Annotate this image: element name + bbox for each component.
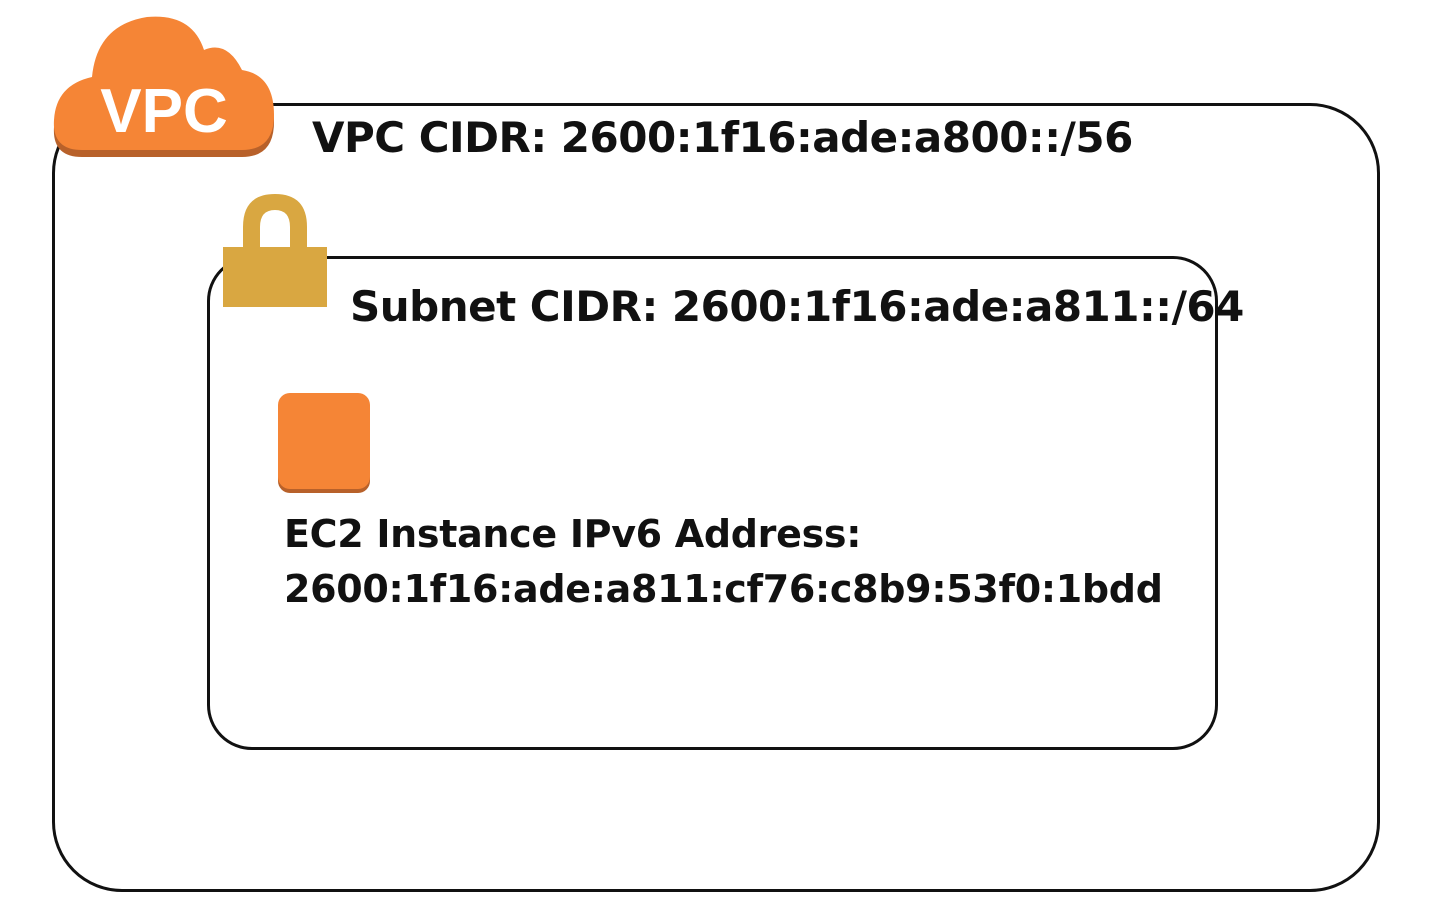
lock-icon bbox=[223, 194, 327, 307]
subnet-container bbox=[207, 256, 1218, 750]
vpc-cidr-label: VPC CIDR: 2600:1f16:ade:a800::/56 bbox=[312, 113, 1133, 162]
ec2-address-heading: EC2 Instance IPv6 Address: bbox=[284, 512, 862, 556]
vpc-badge-text: VPC bbox=[100, 77, 227, 146]
vpc-cloud-icon: VPC bbox=[53, 16, 274, 157]
ec2-instance-icon bbox=[278, 393, 370, 489]
subnet-cidr-label: Subnet CIDR: 2600:1f16:ade:a811::/64 bbox=[350, 282, 1244, 331]
vpc-container bbox=[52, 103, 1380, 892]
ec2-ipv6-address: 2600:1f16:ade:a811:cf76:c8b9:53f0:1bdd bbox=[284, 567, 1163, 611]
